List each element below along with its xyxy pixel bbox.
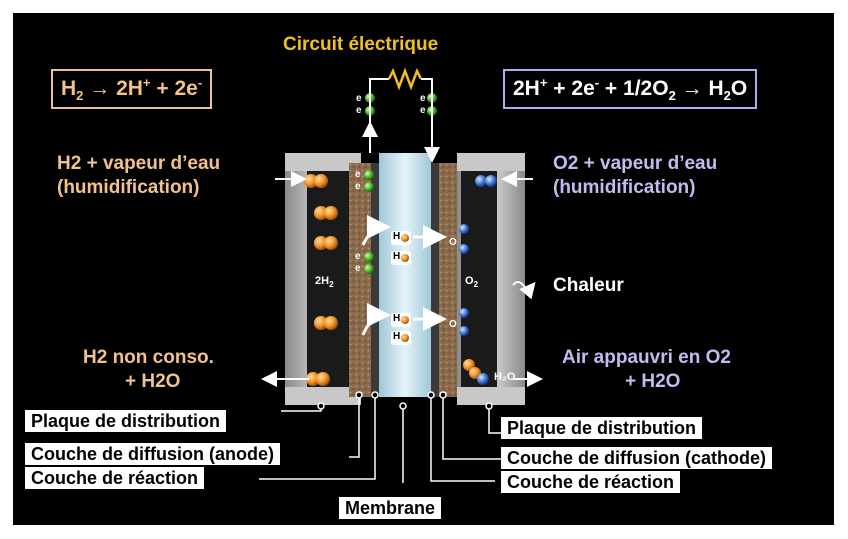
label-diffusion-cathode: Couche de diffusion (cathode): [501, 447, 772, 469]
h-ion-label: H: [393, 251, 401, 262]
cathode-input-sub: (humidification): [553, 177, 696, 198]
label-plaque-left: Plaque de distribution: [25, 410, 227, 432]
o-label: O: [449, 319, 457, 330]
electron-label: e: [420, 105, 426, 116]
anode-equation: H2 → 2H+ + 2e-: [51, 69, 213, 110]
membrane: [379, 153, 431, 397]
o2-molecules: [463, 175, 497, 385]
heat-label: Chaleur: [553, 275, 624, 296]
anode-diffusion-layer: [349, 163, 371, 397]
label-reaction-left: Couche de réaction: [25, 467, 205, 489]
electron-label: e: [356, 105, 362, 116]
right-distribution-plate: [457, 153, 525, 405]
h2-label: 2H2: [315, 275, 334, 290]
anode-output-label: H2 non conso.: [83, 347, 214, 368]
cathode-output-label: Air appauvri en O2: [562, 347, 731, 368]
cathode-input-label: O2 + vapeur d’eau: [553, 153, 718, 174]
anode-output-sub: + H2O: [125, 371, 181, 392]
cathode-equation: 2H+ + 2e- + 1/2O2 → H2O: [503, 69, 758, 110]
electric-circuit: [362, 67, 440, 163]
label-reaction-right: Couche de réaction: [501, 471, 681, 493]
diagram-canvas: Circuit électrique H2 → 2H+ + 2e- 2H+ + …: [13, 13, 834, 525]
h-ions: [391, 231, 411, 345]
circuit-title: Circuit électrique: [283, 34, 439, 55]
electron-label: e: [355, 169, 361, 180]
electrons-anode: [364, 170, 374, 274]
cathode-diffusion-layer: [439, 163, 461, 397]
ion-arrows: [361, 215, 447, 336]
cathode-output-sub: + H2O: [625, 371, 681, 392]
anode-input-sub: (humidification): [57, 177, 200, 198]
left-distribution-plate: [285, 153, 361, 405]
oxygen-ions: [459, 224, 469, 336]
anode-reaction-layer: [371, 163, 379, 397]
label-diffusion-anode: Couche de diffusion (anode): [25, 443, 280, 465]
flow-arrows: [261, 171, 543, 387]
h-ion-label: H: [393, 331, 401, 342]
h-ion-label: H: [393, 313, 401, 324]
h2-molecules: [304, 174, 338, 386]
anode-input-label: H2 + vapeur d’eau: [57, 153, 221, 174]
h2o-out-label: H₂O: [494, 371, 516, 383]
electron-label: e: [355, 181, 361, 192]
h-ion-label: H: [393, 231, 401, 242]
leader-lines: [259, 391, 507, 483]
electron-label: e: [355, 263, 361, 274]
label-plaque-right: Plaque de distribution: [501, 417, 703, 439]
fuel-cell-diagram: [259, 67, 543, 483]
o-label: O: [449, 237, 457, 248]
electron-label: e: [420, 93, 426, 104]
cathode-reaction-layer: [431, 163, 439, 397]
o2-label: O2: [465, 275, 479, 290]
electron-label: e: [356, 93, 362, 104]
label-membrane: Membrane: [339, 497, 442, 519]
electron-label: e: [355, 251, 361, 262]
